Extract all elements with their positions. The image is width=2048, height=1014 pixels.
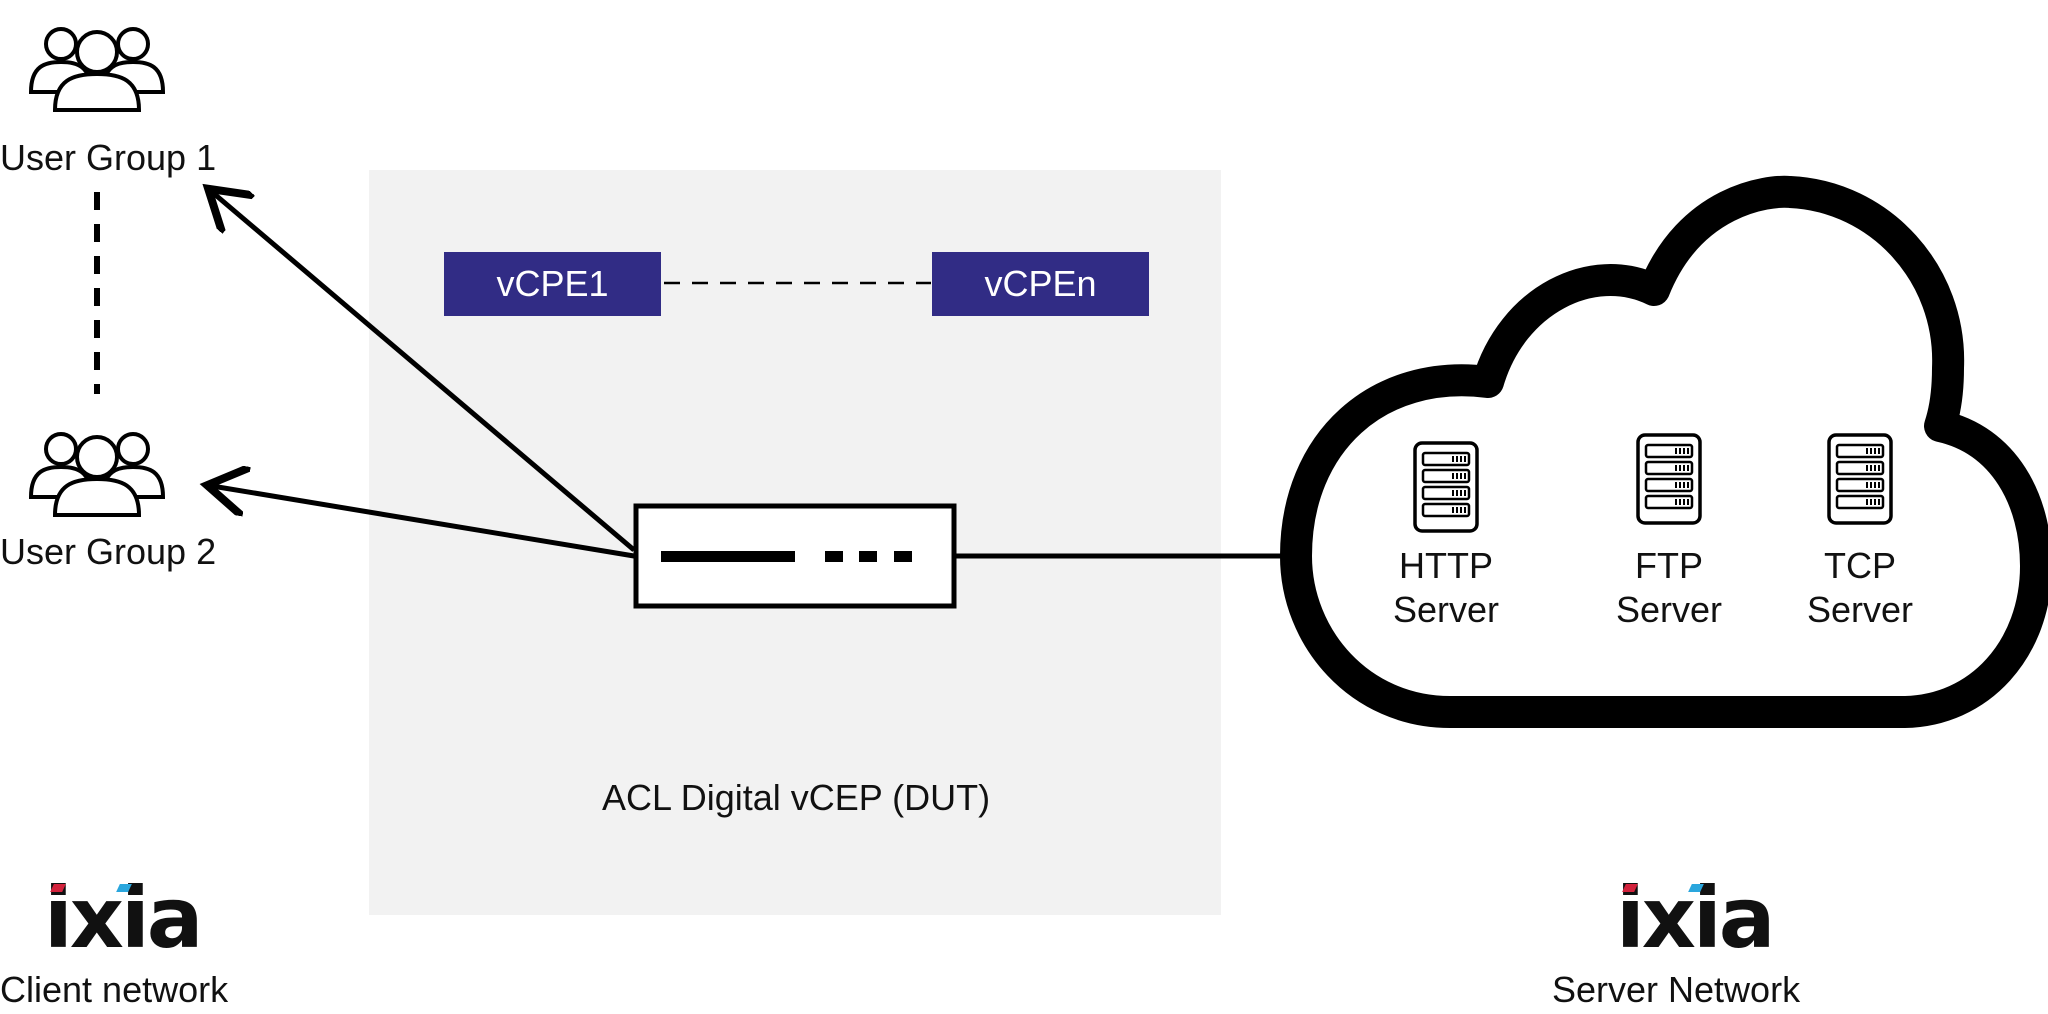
server-label-line2: Server [1615,589,1723,630]
http-server-label: HTTP Server [1366,544,1526,632]
server-label-line1: FTP [1635,545,1703,586]
network-switch-icon [633,503,957,609]
arrow-to-user-group-2 [212,486,635,559]
tcp-server-label: TCP Server [1780,544,1940,632]
dut-name-label: ACL Digital vCEP (DUT) [602,777,991,818]
vcpe-last-box: vCPEn [932,252,1149,316]
server-rack-icon [1636,433,1702,525]
user-group-2-label: User Group 2 [0,531,217,572]
client-network-label: Client network [0,969,229,1010]
ftp-server-label: FTP Server [1589,544,1749,632]
server-label-line1: HTTP [1399,545,1493,586]
server-label-line1: TCP [1824,545,1896,586]
server-label-line2: Server [1392,589,1500,630]
vcpe-last-label: vCPEn [984,263,1097,304]
vcpe-first-label: vCPE1 [496,263,609,304]
users-icon [29,432,165,517]
user-group-1-label: User Group 1 [0,137,217,178]
arrow-to-user-group-1 [212,192,636,552]
server-rack-icon [1827,433,1893,525]
users-icon [29,27,165,112]
server-label-line2: Server [1806,589,1914,630]
vcpe-first-box: vCPE1 [444,252,661,316]
server-network-label: Server Network [1552,969,1801,1010]
server-rack-icon [1413,441,1479,533]
